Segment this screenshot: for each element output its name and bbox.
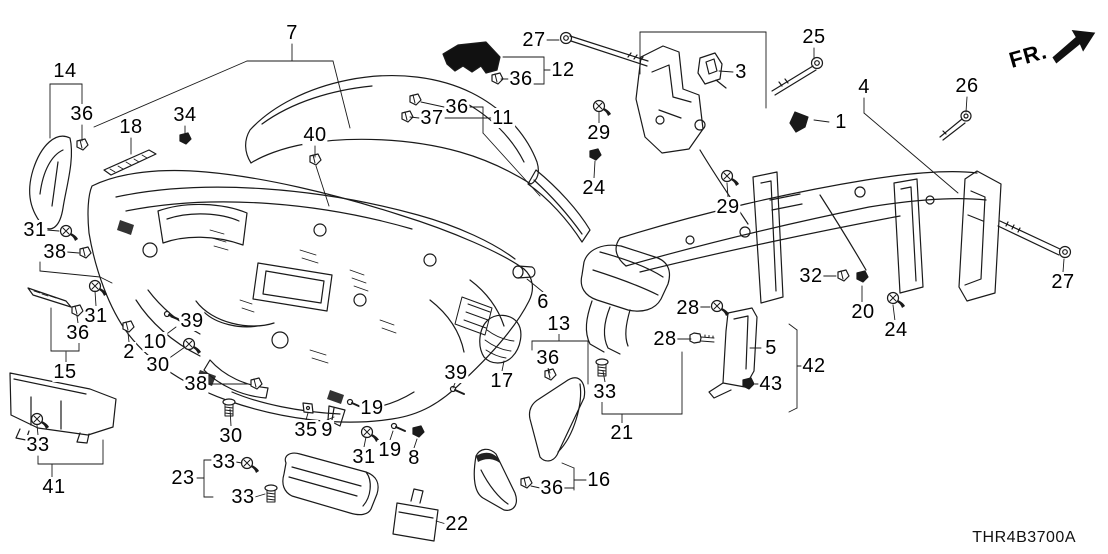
leader-line [36, 424, 39, 436]
bolt-26 [939, 110, 972, 141]
part-35-clip [302, 402, 314, 414]
leader-line [863, 112, 959, 194]
leader-line [501, 360, 505, 372]
leader-line [39, 270, 101, 278]
leader-line [965, 96, 968, 113]
part-14-pillar-trim [29, 135, 73, 236]
leader-line [76, 315, 79, 324]
leader-line [892, 304, 896, 322]
bolt-27-top [559, 31, 649, 67]
diagram-code: THR4B3700A [972, 529, 1076, 546]
fr-direction: FR. [1003, 10, 1108, 86]
part-4-steering-hanger-beam [615, 45, 1002, 304]
leader-line [530, 485, 541, 489]
leader-line [602, 370, 606, 383]
leader-line [389, 430, 394, 441]
part-7-top-pad [245, 74, 539, 185]
leader-line [413, 438, 418, 449]
fr-direction-arrow-icon [1052, 29, 1096, 64]
fasteners [30, 72, 906, 503]
part-22-card [392, 488, 439, 542]
leader-line [235, 461, 243, 464]
leader-line [1062, 258, 1065, 273]
leader-line [163, 326, 177, 337]
leader-line [409, 116, 420, 119]
leader-line [452, 382, 456, 389]
leader-line [94, 290, 97, 307]
part-9-bracket [327, 405, 346, 427]
part-13-side-lid [528, 377, 586, 462]
leader-line [315, 165, 330, 207]
part-41-lower-panel [9, 372, 117, 444]
leader-line [93, 60, 248, 128]
leader-line [46, 229, 60, 232]
leader-line [99, 276, 113, 284]
leader-line [332, 60, 351, 129]
leader-line [66, 251, 80, 254]
part-23-glove-box [282, 452, 379, 516]
leader-line [593, 160, 596, 179]
part-15-trim-strip [27, 287, 72, 308]
leader-line [127, 332, 130, 343]
part-16-side-panel [473, 448, 517, 511]
leader-line [229, 408, 232, 427]
leader-line [326, 416, 335, 421]
bolt-27-right [997, 220, 1072, 259]
leader-line [363, 436, 367, 448]
bolt-25 [771, 56, 824, 96]
part-6-damper [512, 265, 536, 279]
part-17-side-vent [479, 314, 522, 364]
leader-lines-layer [36, 31, 1065, 525]
part-3-bracket [697, 52, 727, 89]
leader-line [726, 182, 729, 198]
leader-line [305, 412, 309, 421]
leader-line [435, 520, 447, 525]
leader-line [788, 407, 798, 413]
leader-line [482, 132, 541, 197]
part-12-defroster-grille [442, 41, 501, 74]
fr-label: FR. [1006, 38, 1051, 73]
part-11-side-garnish [527, 169, 591, 243]
leader-line [718, 70, 734, 73]
leader-line [561, 462, 575, 469]
leader-line [547, 367, 551, 374]
instrument-panel-body [87, 169, 534, 423]
leader-line [254, 493, 266, 498]
leader-line [420, 101, 445, 108]
leader-line [813, 119, 830, 123]
leader-line [170, 316, 182, 322]
leader-line [526, 278, 544, 293]
leader-line [167, 346, 186, 360]
part-18-garnish-strip [103, 149, 157, 176]
part-1-clip [789, 111, 809, 133]
leader-line [788, 323, 798, 331]
part-21-passenger-airbag [580, 244, 671, 355]
